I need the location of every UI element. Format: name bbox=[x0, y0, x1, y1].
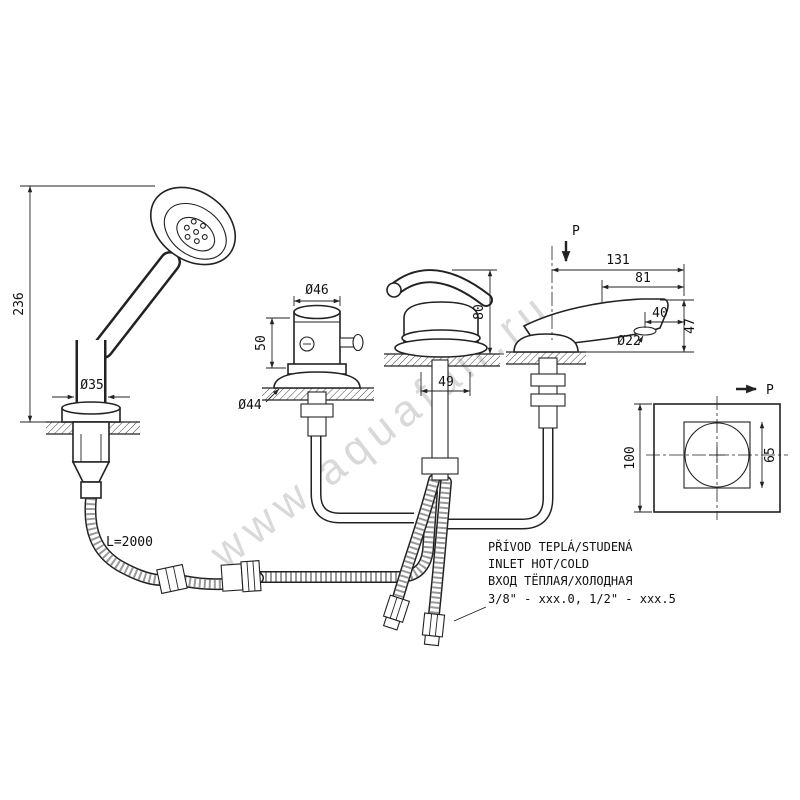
dim-plan-cutout: 65 bbox=[759, 422, 778, 488]
watermark-text: www.aquafair.ru bbox=[200, 282, 560, 579]
spout bbox=[513, 298, 669, 429]
valve-escutcheon bbox=[273, 371, 361, 389]
dim-shower-shaft-dia: Ø35 bbox=[52, 378, 130, 400]
dim-label-65: 65 bbox=[763, 447, 778, 463]
section-label-side: P bbox=[766, 383, 774, 398]
plan-view bbox=[646, 396, 788, 520]
dim-mixer-height: 80 bbox=[452, 269, 504, 355]
dim-valve-cap-dia: Ø46 bbox=[293, 283, 341, 306]
section-label-top: P bbox=[572, 224, 580, 239]
note-line-thread-sizes: 3/8" - xxx.0, 1/2" - xxx.5 bbox=[488, 592, 676, 606]
dim-valve-height: 50 bbox=[254, 317, 290, 369]
hose-nut-left bbox=[156, 563, 188, 595]
dim-label-49: 49 bbox=[438, 375, 454, 390]
dim-valve-base-dia: Ø44 bbox=[238, 388, 280, 413]
inlet-nut-left bbox=[382, 594, 411, 631]
dim-spout-reach-total: 131 bbox=[551, 246, 685, 340]
dim-label-47: 47 bbox=[683, 318, 698, 334]
hand-shower bbox=[75, 186, 237, 428]
dim-label-d44: Ø44 bbox=[238, 398, 262, 413]
hand-shower-head bbox=[149, 186, 237, 266]
dim-label-d35: Ø35 bbox=[80, 378, 103, 393]
note-line-czech: PŘÍVOD TEPLÁ/STUDENÁ bbox=[488, 539, 633, 554]
under-deck-pipes bbox=[254, 424, 554, 647]
note-line-russian: ВХОД ТЁПЛАЯ/ХОЛОДНАЯ bbox=[488, 573, 633, 588]
dim-shower-height: 236 bbox=[12, 185, 155, 423]
dim-label-50: 50 bbox=[254, 335, 269, 351]
spout-escutcheon bbox=[513, 333, 579, 353]
inlet-note: PŘÍVOD TEPLÁ/STUDENÁ INLET HOT/COLD ВХОД… bbox=[453, 539, 676, 622]
section-arrow-top: P bbox=[561, 224, 580, 263]
dim-spout-outlet-dia: Ø22 bbox=[617, 334, 644, 349]
note-line-english: INLET HOT/COLD bbox=[488, 557, 589, 571]
dim-label-81: 81 bbox=[635, 271, 651, 286]
hose-length-label: L=2000 bbox=[106, 535, 153, 550]
dim-spout-tip: 40 bbox=[644, 306, 684, 328]
dim-label-236: 236 bbox=[12, 292, 27, 315]
dim-label-40: 40 bbox=[652, 306, 668, 321]
dim-mixer-base-width: 49 bbox=[420, 372, 471, 396]
dim-label-d22: Ø22 bbox=[617, 334, 640, 349]
mixer-escutcheon bbox=[394, 338, 488, 358]
dim-label-d46: Ø46 bbox=[305, 283, 328, 298]
dim-spout-height: 47 bbox=[586, 299, 698, 353]
dim-plan-height: 100 bbox=[623, 403, 652, 513]
inlet-nut-right bbox=[421, 612, 446, 647]
shower-holder bbox=[61, 401, 121, 499]
hose-nut-right bbox=[220, 560, 262, 593]
section-arrow-side: P bbox=[736, 383, 774, 398]
side-valve bbox=[273, 304, 364, 437]
shower-hose bbox=[84, 492, 264, 595]
dim-label-80: 80 bbox=[472, 304, 487, 320]
dim-label-100: 100 bbox=[623, 446, 638, 469]
dim-label-131: 131 bbox=[606, 253, 629, 268]
dim-spout-reach: 81 bbox=[601, 271, 684, 302]
